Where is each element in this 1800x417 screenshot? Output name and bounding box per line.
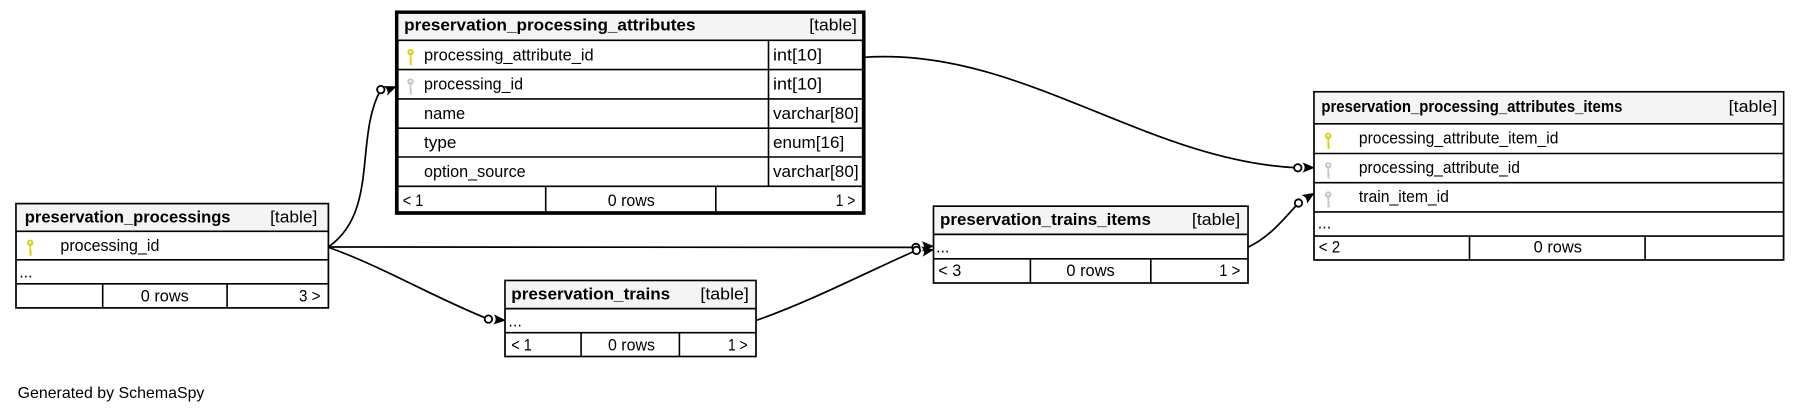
svg-text:preservation_trains: preservation_trains: [511, 285, 670, 303]
svg-text:processing_attribute_id: processing_attribute_id: [424, 46, 594, 64]
svg-text:preservation_processings: preservation_processings: [25, 208, 231, 226]
svg-text:[table]: [table]: [700, 285, 749, 303]
svg-text:1 >: 1 >: [1219, 262, 1240, 280]
svg-text:processing_attribute_item_id: processing_attribute_item_id: [1359, 129, 1559, 147]
svg-text:preservation_processing_attrib: preservation_processing_attributes_items: [1321, 98, 1622, 116]
svg-text:< 3: < 3: [938, 262, 961, 280]
svg-text:0 rows: 0 rows: [141, 288, 189, 306]
svg-text:int[10]: int[10]: [773, 76, 822, 94]
svg-text:0 rows: 0 rows: [608, 192, 655, 210]
svg-text:0 rows: 0 rows: [608, 336, 655, 354]
svg-text:< 1: < 1: [403, 192, 423, 210]
svg-text:option_source: option_source: [424, 163, 526, 181]
svg-text:Generated by SchemaSpy: Generated by SchemaSpy: [18, 385, 205, 402]
svg-text:processing_attribute_id: processing_attribute_id: [1359, 159, 1520, 177]
svg-text:int[10]: int[10]: [773, 46, 822, 64]
svg-text:preservation_trains_items: preservation_trains_items: [940, 211, 1151, 229]
svg-text:enum[16]: enum[16]: [773, 134, 844, 152]
svg-text:type: type: [424, 134, 456, 152]
svg-text:...: ...: [936, 239, 949, 257]
svg-text:processing_id: processing_id: [60, 237, 159, 255]
svg-text:varchar[80]: varchar[80]: [773, 163, 859, 181]
svg-text:processing_id: processing_id: [424, 76, 523, 94]
svg-text:[table]: [table]: [1729, 98, 1778, 116]
svg-text:preservation_processing_attrib: preservation_processing_attributes: [404, 17, 695, 35]
svg-text:3 >: 3 >: [299, 288, 321, 306]
svg-text:< 2: < 2: [1319, 239, 1341, 257]
svg-text:[table]: [table]: [270, 208, 317, 226]
svg-text:train_item_id: train_item_id: [1359, 188, 1449, 206]
svg-text:1 >: 1 >: [728, 336, 748, 354]
svg-text:[table]: [table]: [1192, 211, 1240, 229]
svg-text:0 rows: 0 rows: [1066, 262, 1114, 280]
svg-text:...: ...: [508, 312, 521, 330]
svg-text:[table]: [table]: [809, 17, 857, 35]
svg-text:< 1: < 1: [511, 336, 531, 354]
svg-text:varchar[80]: varchar[80]: [773, 105, 859, 123]
svg-text:name: name: [424, 105, 465, 123]
svg-text:...: ...: [1318, 215, 1331, 233]
svg-text:0 rows: 0 rows: [1534, 239, 1582, 257]
svg-text:...: ...: [19, 264, 32, 282]
svg-text:1 >: 1 >: [836, 192, 856, 210]
